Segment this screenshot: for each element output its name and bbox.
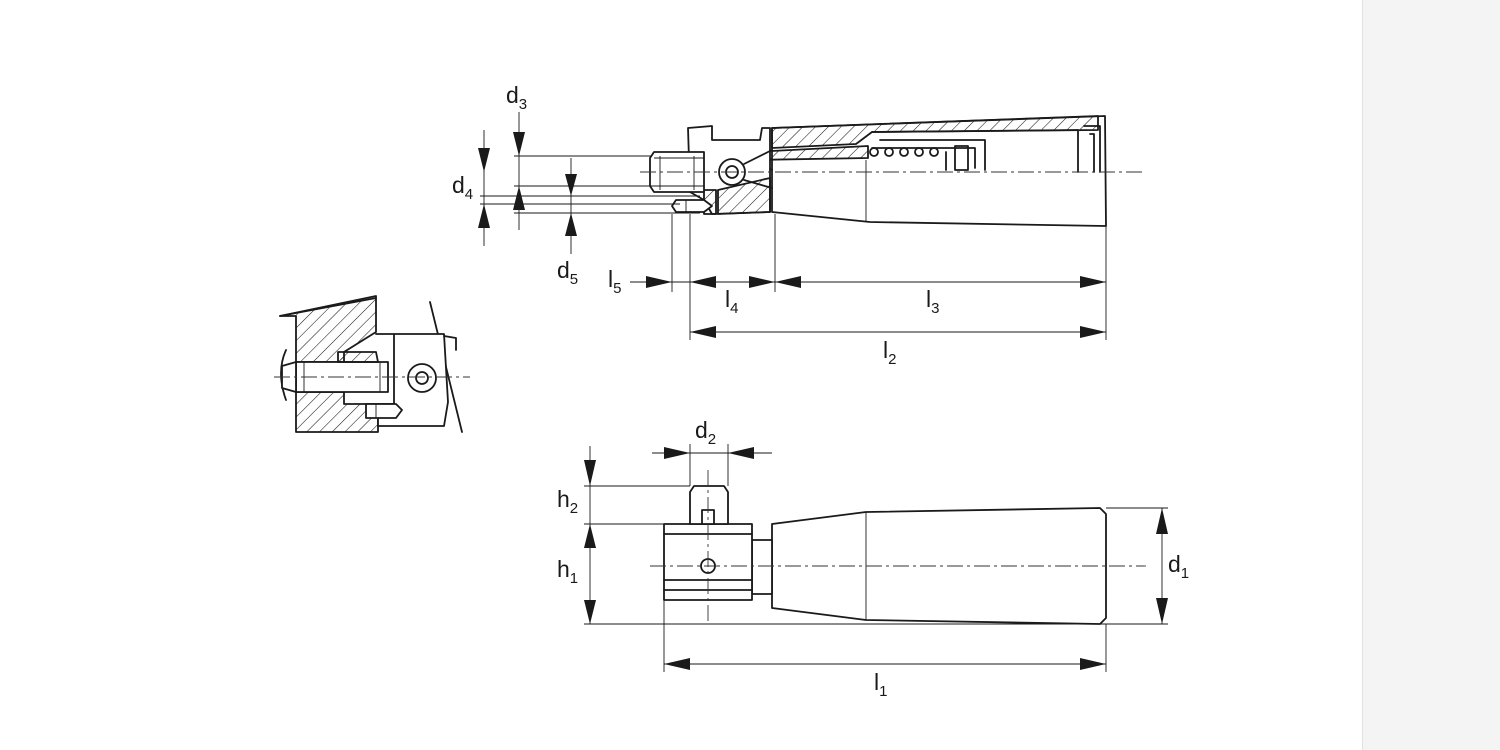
label-l5: l5 xyxy=(608,266,621,297)
label-d5: d5 xyxy=(557,257,578,288)
label-h2: h2 xyxy=(557,486,578,517)
section-view xyxy=(480,115,1142,340)
label-l2: l2 xyxy=(883,337,896,368)
label-d3: d3 xyxy=(506,82,527,113)
label-l4: l4 xyxy=(725,286,738,317)
dimension-labels: d3 d4 d5 l5 l4 l3 l2 d2 h2 h1 d1 l1 xyxy=(452,82,1189,700)
detail-view xyxy=(274,295,470,433)
side-view xyxy=(584,444,1168,672)
label-l3: l3 xyxy=(926,286,939,317)
dimension-lines xyxy=(478,112,1168,670)
label-h1: h1 xyxy=(557,556,578,587)
label-d1: d1 xyxy=(1168,551,1189,582)
sheet-edge xyxy=(1362,0,1500,750)
label-d2: d2 xyxy=(695,417,716,448)
label-d4: d4 xyxy=(452,172,473,203)
spring xyxy=(869,147,939,157)
label-l1: l1 xyxy=(874,669,887,700)
